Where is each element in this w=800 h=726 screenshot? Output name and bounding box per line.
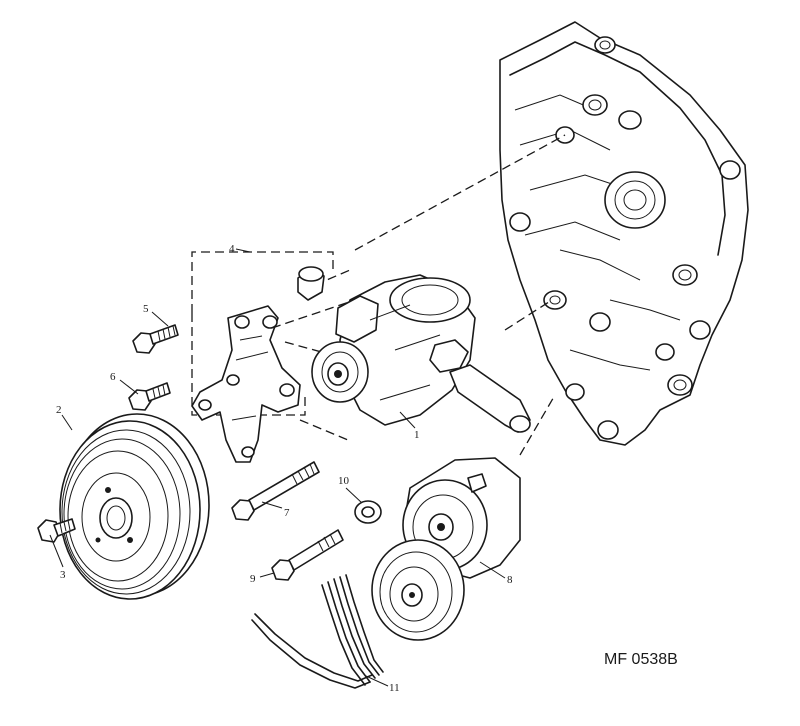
- crankshaft-pulley: [59, 413, 210, 600]
- callout-10: 10: [338, 475, 350, 487]
- long-bolt: [231, 461, 320, 521]
- callout-8: 8: [507, 574, 513, 586]
- callout-2: 2: [56, 404, 62, 416]
- bracket-bolt-lower: [128, 382, 171, 411]
- callout-3: 3: [60, 569, 66, 581]
- belt-tensioner: [371, 457, 521, 641]
- mounting-bracket: [191, 305, 301, 463]
- engine-casing: [499, 21, 749, 446]
- power-steering-pump: [311, 274, 531, 433]
- callout-labels: 1 2 3 4 5 6 7 8 9 10 11: [56, 243, 513, 694]
- callout-7: 7: [284, 507, 290, 519]
- bracket-spacer: [297, 266, 325, 301]
- callout-9: 9: [250, 573, 256, 585]
- callout-4: 4: [229, 243, 235, 255]
- callout-6: 6: [110, 371, 116, 383]
- callout-11: 11: [389, 682, 400, 694]
- callout-5: 5: [143, 303, 149, 315]
- spacer-washer: [354, 500, 382, 524]
- tensioner-bolt: [271, 529, 344, 581]
- callout-1: 1: [414, 429, 420, 441]
- figure-reference-code: MF 0538B: [604, 651, 678, 668]
- drive-belt: [251, 574, 384, 689]
- leader-lines: [49, 248, 506, 687]
- bracket-bolt-upper: [132, 324, 179, 354]
- pulley-bolt: [37, 518, 76, 543]
